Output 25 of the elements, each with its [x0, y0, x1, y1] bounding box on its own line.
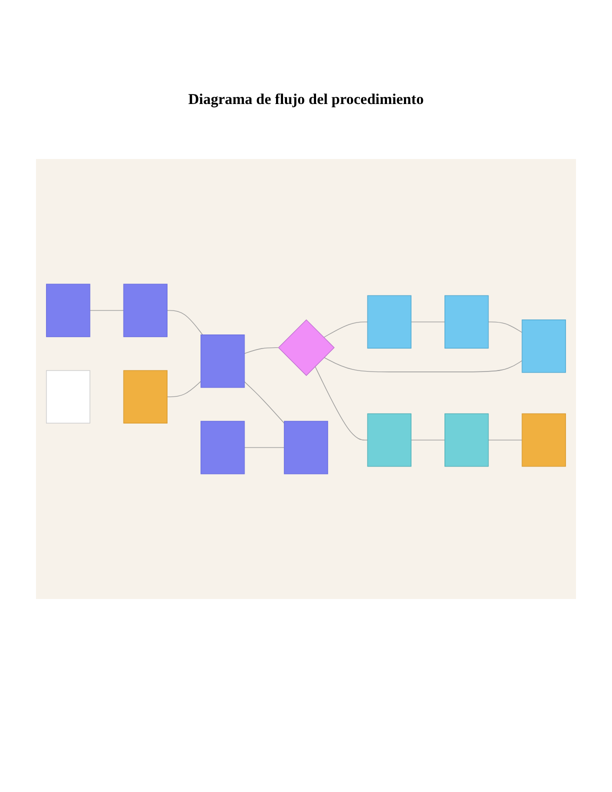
- process-box: [367, 413, 412, 467]
- process-box: [367, 295, 412, 349]
- process-box: [200, 420, 245, 474]
- decision-diamond: [278, 319, 335, 376]
- process-box: [522, 413, 566, 467]
- connector-line: [244, 447, 285, 448]
- process-box: [444, 295, 489, 349]
- process-box: [46, 370, 90, 424]
- process-box: [46, 284, 90, 338]
- process-box: [284, 420, 328, 474]
- connector-line: [244, 381, 285, 424]
- connector-line: [324, 357, 522, 372]
- connector-line: [166, 380, 202, 398]
- connector-line: [90, 310, 124, 311]
- connector-line: [488, 322, 522, 333]
- process-box: [123, 370, 168, 424]
- process-box: [123, 284, 168, 338]
- process-box: [444, 413, 489, 467]
- process-box: [200, 334, 245, 388]
- diagram-title: Diagrama de flujo del procedimiento: [187, 92, 425, 109]
- connector-line: [314, 366, 368, 440]
- connector-line: [323, 322, 368, 338]
- connector-line: [166, 310, 203, 336]
- connector-line: [244, 347, 278, 354]
- process-box: [522, 319, 566, 373]
